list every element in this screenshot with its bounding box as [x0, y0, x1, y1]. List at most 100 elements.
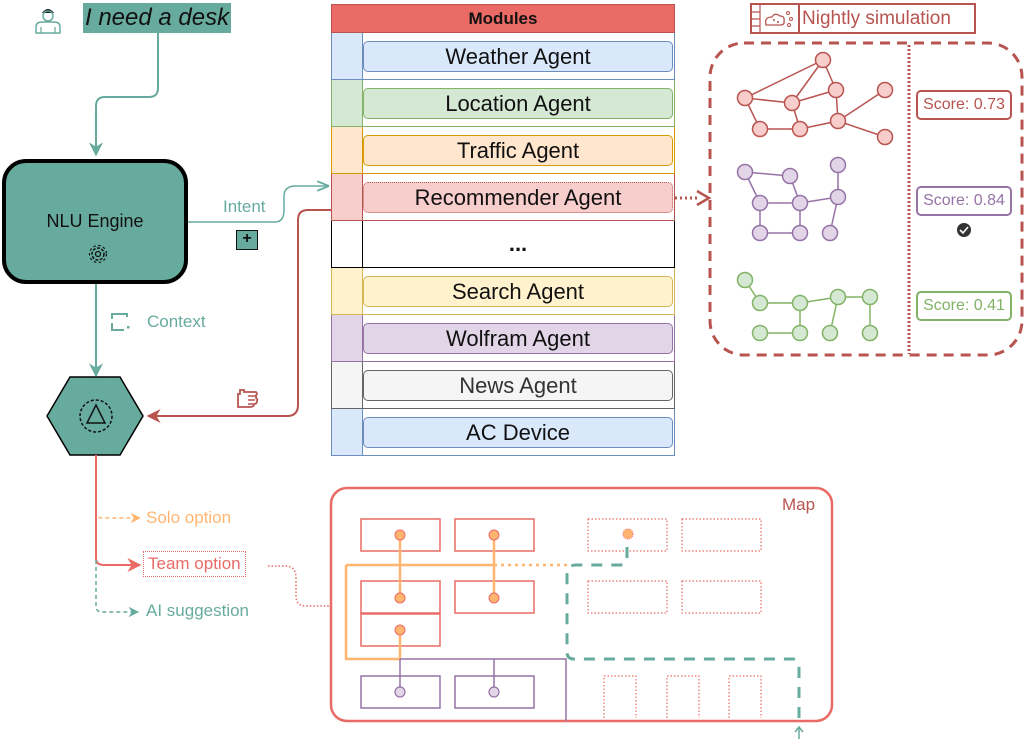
map-orange-nodes [394, 529, 500, 636]
gear-icon [87, 243, 109, 265]
map-desks-red [360, 518, 535, 647]
solo-option[interactable]: Solo option [146, 508, 232, 527]
module-row-marker [332, 362, 363, 408]
graph-node [829, 156, 847, 174]
graph-node [751, 324, 769, 342]
graph-node [791, 324, 809, 342]
user-icon [33, 5, 63, 35]
module-item[interactable]: News Agent [363, 370, 673, 401]
module-row: Recommender Agent [331, 174, 675, 221]
edge-intent [188, 186, 328, 223]
triangle-in-dashed-circle-icon [79, 399, 113, 433]
context-label: Context [147, 312, 206, 331]
simulation-panel [708, 41, 1024, 357]
nlu-engine-label: NLU Engine [46, 211, 144, 231]
graph-green [736, 271, 879, 342]
graph-node [736, 89, 754, 107]
module-row-marker [332, 268, 363, 314]
intent-expand-badge[interactable]: + [236, 230, 258, 250]
ai-suggestion-option[interactable]: AI suggestion [146, 601, 250, 620]
module-row-marker [332, 174, 363, 220]
module-item[interactable]: Wolfram Agent [363, 323, 673, 354]
graph-node [751, 294, 769, 312]
map-target-node [622, 528, 634, 540]
module-row: News Agent [331, 362, 675, 409]
graph-node [827, 81, 845, 99]
graph-node [829, 288, 847, 306]
module-row-marker [332, 409, 363, 455]
graph-node [829, 112, 847, 130]
graph-purple [736, 156, 847, 242]
graph-node [751, 194, 769, 212]
modules-header: Modules [331, 4, 675, 33]
module-row-marker [332, 80, 363, 126]
score-purple[interactable]: Score: 0.84 [916, 186, 1012, 216]
map-entry-arrow [794, 725, 804, 739]
graph-node [876, 128, 894, 146]
graph-node [861, 288, 879, 306]
nlu-engine-node[interactable]: NLU Engine [2, 159, 188, 284]
module-row: Wolfram Agent [331, 315, 675, 362]
module-item[interactable]: Traffic Agent [363, 135, 673, 166]
simulation-window-icon [752, 5, 800, 32]
module-row-marker [332, 33, 363, 79]
graph-node [876, 81, 894, 99]
nightly-simulation-header: Nightly simulation [750, 3, 976, 34]
module-row-marker [332, 315, 363, 361]
score-red[interactable]: Score: 0.73 [916, 90, 1012, 120]
graph-node [791, 224, 809, 242]
graph-node [751, 224, 769, 242]
graph-edge [837, 120, 886, 138]
map-desks-dotted [587, 518, 762, 718]
module-item[interactable]: ... [363, 229, 673, 260]
graph-node [751, 120, 769, 138]
graph-red [736, 51, 894, 146]
map-purple-network [399, 658, 567, 721]
map-desks-purple [360, 675, 535, 709]
map-orange-network [344, 535, 496, 661]
map-panel [329, 486, 834, 723]
module-row: AC Device [331, 409, 675, 456]
module-item[interactable]: Recommender Agent [363, 182, 673, 213]
module-row: ... [331, 221, 675, 268]
graph-node [861, 324, 879, 342]
graph-edge [744, 59, 824, 99]
team-option[interactable]: Team option [143, 551, 246, 577]
hand-pointer-icon [236, 389, 260, 411]
edge-solo [95, 455, 142, 524]
graph-edge [791, 59, 824, 104]
module-row-marker [332, 127, 363, 173]
graph-node [791, 294, 809, 312]
score-green[interactable]: Score: 0.41 [916, 291, 1012, 321]
graph-node [791, 120, 809, 138]
edge-ai [95, 560, 140, 618]
map-ai-path [565, 547, 801, 718]
graph-edge [837, 89, 886, 122]
edge-feedback [146, 209, 331, 423]
module-item[interactable]: Search Agent [363, 276, 673, 307]
arrowhead [696, 189, 712, 207]
hub-hexagon[interactable] [46, 376, 144, 456]
check-circle-icon [957, 223, 971, 237]
module-row: Location Agent [331, 80, 675, 127]
module-row-marker [332, 221, 363, 267]
graph-node [814, 51, 832, 69]
graph-node [736, 271, 754, 289]
frame-icon [110, 311, 132, 333]
module-item[interactable]: Location Agent [363, 88, 673, 119]
intent-label: Intent [223, 197, 266, 216]
module-item[interactable]: Weather Agent [363, 41, 673, 72]
graph-node [821, 324, 839, 342]
module-row: Traffic Agent [331, 127, 675, 174]
edge-team-to-map [268, 565, 330, 607]
map-label: Map [782, 495, 816, 514]
module-item[interactable]: AC Device [363, 417, 673, 448]
user-utterance: I need a desk [83, 3, 232, 33]
graph-node [791, 194, 809, 212]
edge-user-to-nlu [89, 33, 159, 157]
graph-node [783, 94, 801, 112]
edge-team [95, 455, 142, 572]
map-purple-nodes [394, 686, 500, 698]
